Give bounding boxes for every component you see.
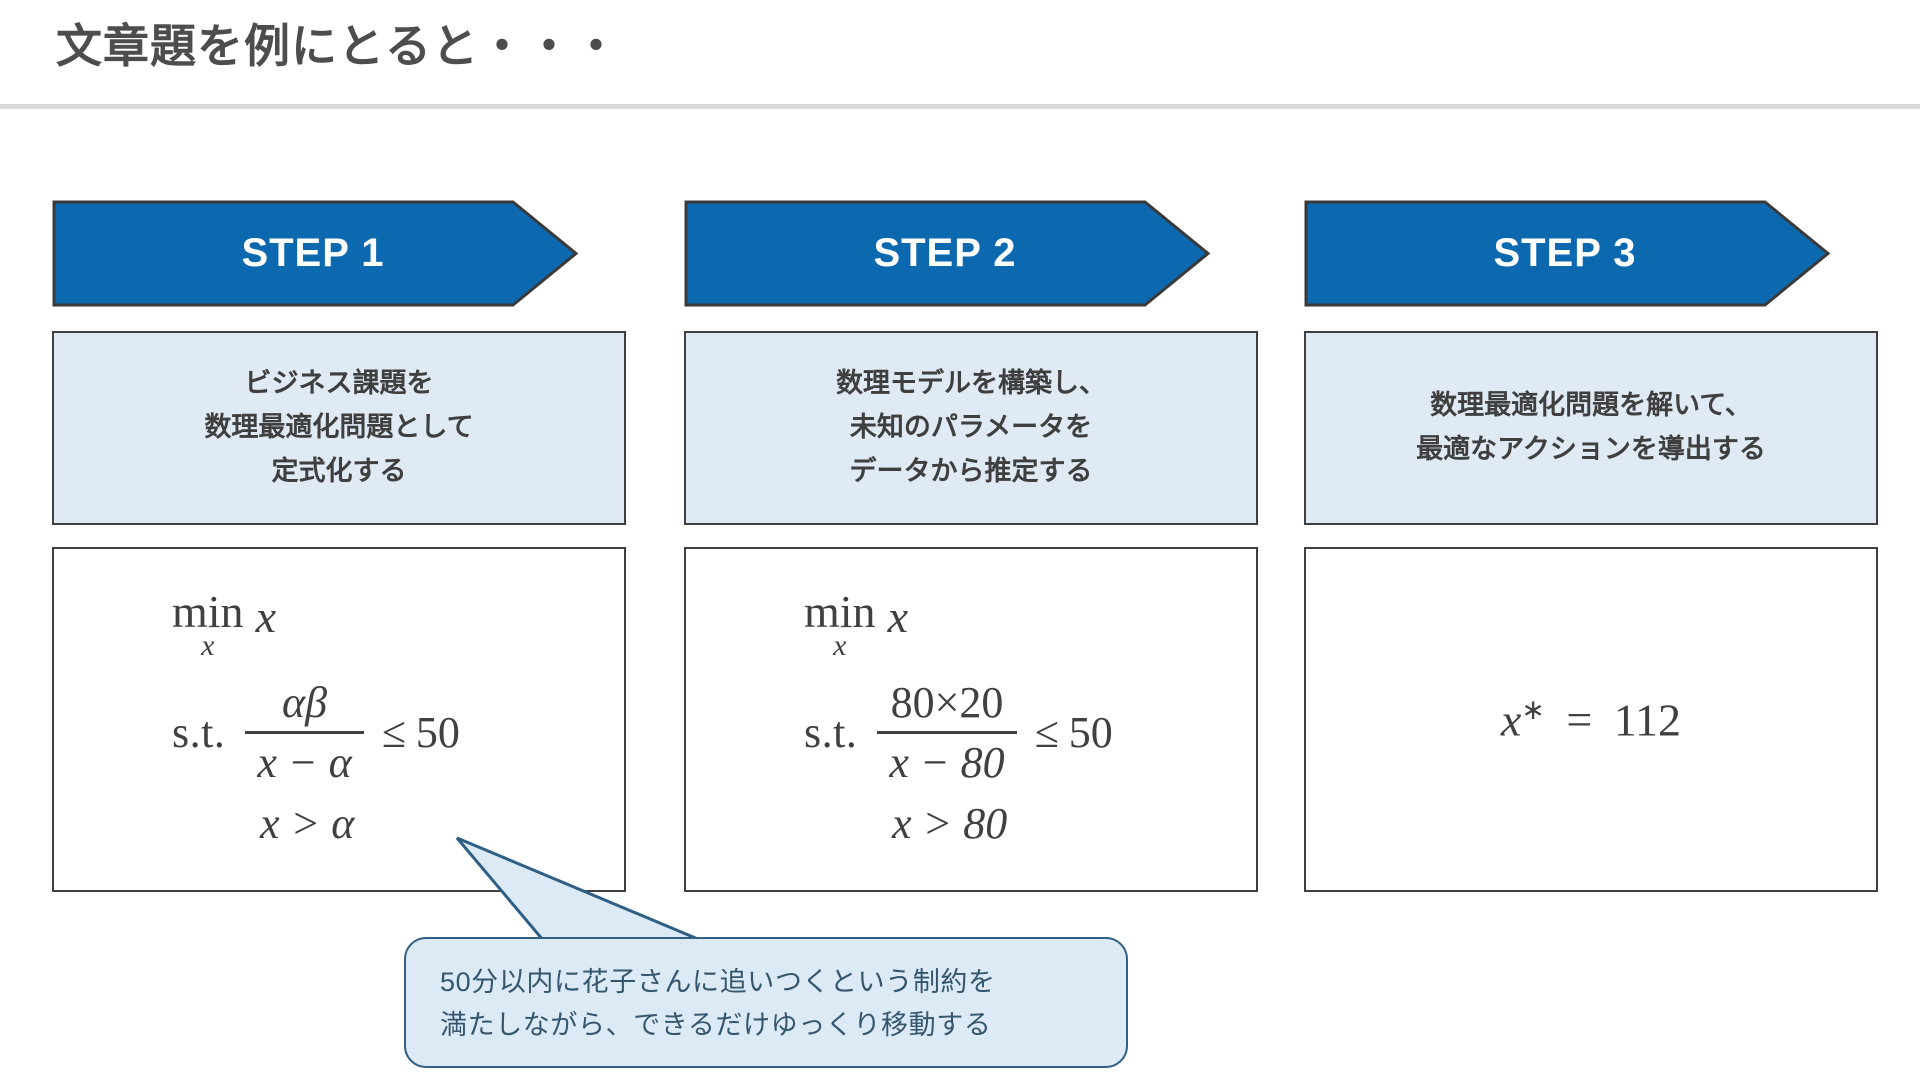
description-line: 最適なアクションを導出する: [1416, 434, 1766, 464]
equals-sign: =: [1566, 694, 1593, 746]
fraction: 80×20 x − 80: [877, 677, 1017, 788]
description-line: データから推定する: [849, 455, 1093, 486]
fraction-denominator: x − 80: [889, 737, 1005, 787]
min-operator: min: [804, 586, 876, 638]
relation-operator: ≤: [381, 707, 406, 757]
result-variable: x: [1500, 694, 1522, 746]
extra-constraint: x > α: [260, 798, 355, 848]
fraction-numerator: αβ: [282, 677, 328, 727]
step-description-2: 数理モデルを構築し、 未知のパラメータを データから推定する: [684, 331, 1258, 525]
objective-expression: min x x: [804, 586, 908, 663]
step-description-3: 数理最適化問題を解いて、 最適なアクションを導出する: [1304, 331, 1878, 525]
step-banner-1[interactable]: STEP 1: [52, 200, 632, 307]
relation-operator: ≤: [1034, 707, 1059, 757]
callout-bubble: 50分以内に花子さんに追いつくという制約を 満たしながら、できるだけゆっくり移動…: [404, 937, 1128, 1068]
min-subscript: x: [833, 629, 847, 663]
chevron-arrow-icon: [1304, 200, 1831, 307]
extra-constraint: x > 80: [892, 798, 1008, 848]
objective-expression: min x x: [172, 586, 276, 663]
chevron-arrow-icon: [684, 200, 1211, 307]
description-line: 定式化する: [271, 455, 407, 486]
chevron-arrow-icon: [52, 200, 579, 307]
constraint-expression: s.t. 80×20 x − 80 ≤ 50: [804, 677, 1113, 788]
page-title: 文章題を例にとると・・・: [56, 20, 620, 72]
step-column-3: STEP 3 数理最適化問題を解いて、 最適なアクションを導出する x∗ = 1…: [1304, 200, 1884, 892]
subject-to-label: s.t.: [172, 707, 226, 757]
result-value: 112: [1613, 694, 1682, 746]
step-formula-3: x∗ = 112: [1304, 547, 1878, 892]
description-line: 数理最適化問題を解いて、: [1430, 390, 1752, 421]
step-formula-1: min x x s.t. αβ x − α ≤ 50 x > α: [52, 547, 626, 892]
step-column-2: STEP 2 数理モデルを構築し、 未知のパラメータを データから推定する mi…: [684, 200, 1264, 892]
callout-line: 50分以内に花子さんに追いつくという制約を: [440, 967, 996, 997]
constraint-expression: s.t. αβ x − α ≤ 50: [172, 677, 460, 788]
step-banner-2[interactable]: STEP 2: [684, 200, 1264, 307]
objective-argument: x: [255, 591, 276, 643]
step-column-1: STEP 1 ビジネス課題を 数理最適化問題として 定式化する min x x …: [52, 200, 632, 892]
fraction-bar: [877, 730, 1017, 734]
constraint-rhs: 50: [1068, 707, 1113, 757]
result-expression: x∗ = 112: [1501, 693, 1681, 746]
step-formula-2: min x x s.t. 80×20 x − 80 ≤ 50 x > 80: [684, 547, 1258, 892]
min-subscript: x: [201, 629, 215, 663]
description-line: 数理最適化問題として: [204, 412, 474, 443]
fraction-denominator: x − α: [257, 737, 352, 787]
callout-line: 満たしながら、できるだけゆっくり移動する: [440, 1009, 992, 1040]
min-operator: min: [172, 586, 244, 638]
fraction-numerator: 80×20: [890, 677, 1004, 727]
title-divider: [0, 104, 1920, 109]
step-description-1: ビジネス課題を 数理最適化問題として 定式化する: [52, 331, 626, 525]
result-superscript: ∗: [1521, 694, 1545, 726]
description-line: ビジネス課題を: [244, 368, 434, 399]
constraint-rhs: 50: [415, 707, 460, 757]
description-line: 未知のパラメータを: [849, 412, 1093, 443]
description-line: 数理モデルを構築し、: [836, 368, 1106, 399]
subject-to-label: s.t.: [804, 707, 858, 757]
fraction-bar: [245, 730, 364, 734]
callout-tail: [455, 836, 706, 944]
fraction: αβ x − α: [245, 677, 364, 788]
step-banner-3[interactable]: STEP 3: [1304, 200, 1884, 307]
objective-argument: x: [887, 591, 908, 643]
